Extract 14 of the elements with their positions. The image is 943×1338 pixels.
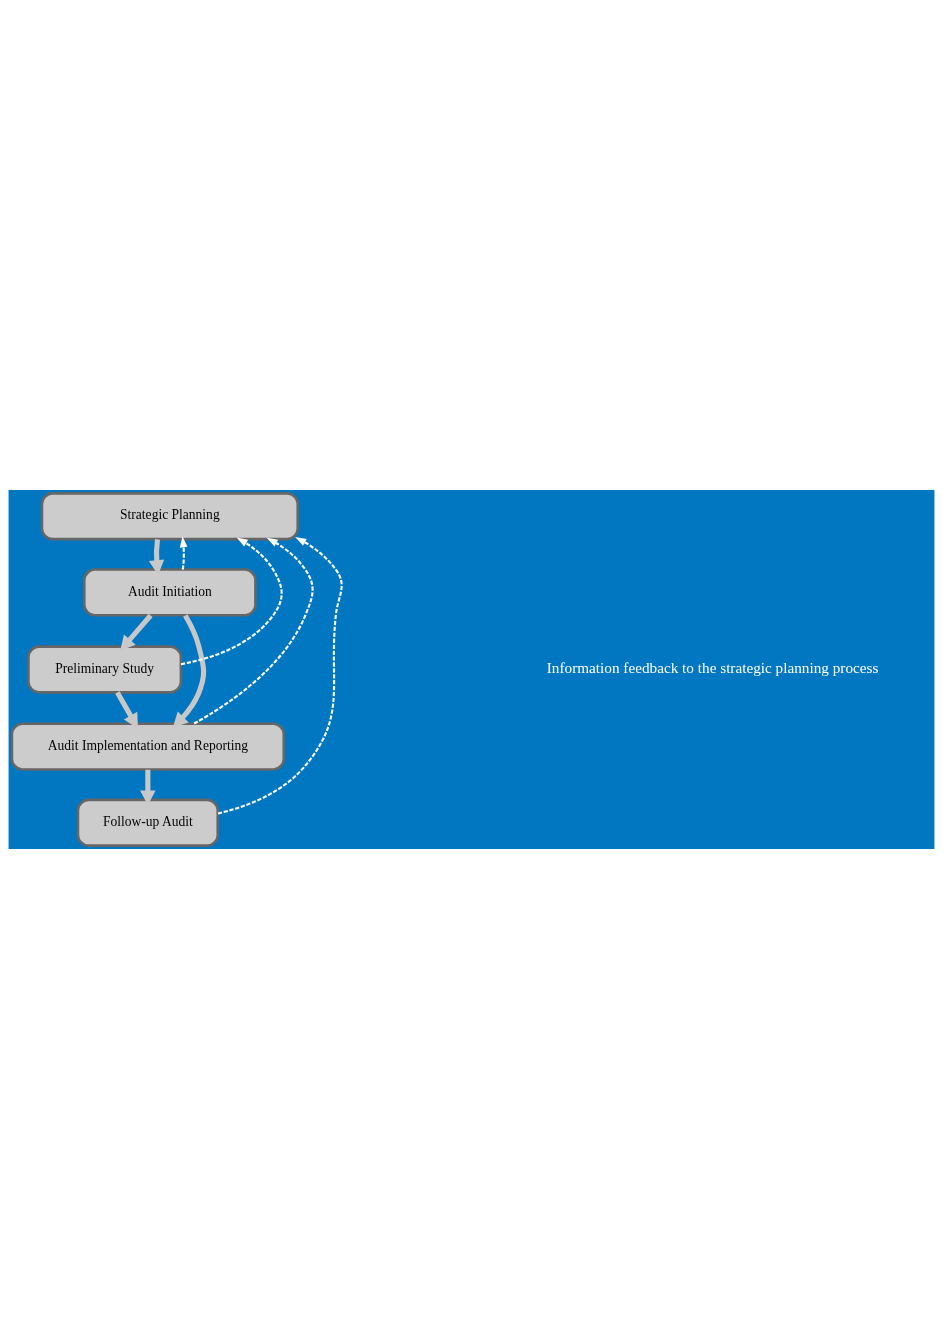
arrow bbox=[179, 535, 188, 570]
arrow bbox=[115, 690, 138, 728]
arrow bbox=[193, 537, 314, 724]
label: Information feedback to the strategic planning process bbox=[546, 658, 879, 676]
node-box: Follow-up Audit bbox=[76, 798, 219, 847]
node-box: Strategic Planning bbox=[40, 491, 299, 540]
arrow bbox=[140, 769, 156, 805]
arrow bbox=[217, 536, 343, 814]
arrow bbox=[180, 537, 283, 665]
arrow bbox=[120, 613, 153, 651]
node-box: Audit Implementation and Reporting bbox=[10, 721, 285, 771]
node-box: Preliminary Study bbox=[27, 644, 183, 694]
node-box: Audit Initiation bbox=[83, 567, 257, 617]
arrow bbox=[172, 613, 207, 727]
